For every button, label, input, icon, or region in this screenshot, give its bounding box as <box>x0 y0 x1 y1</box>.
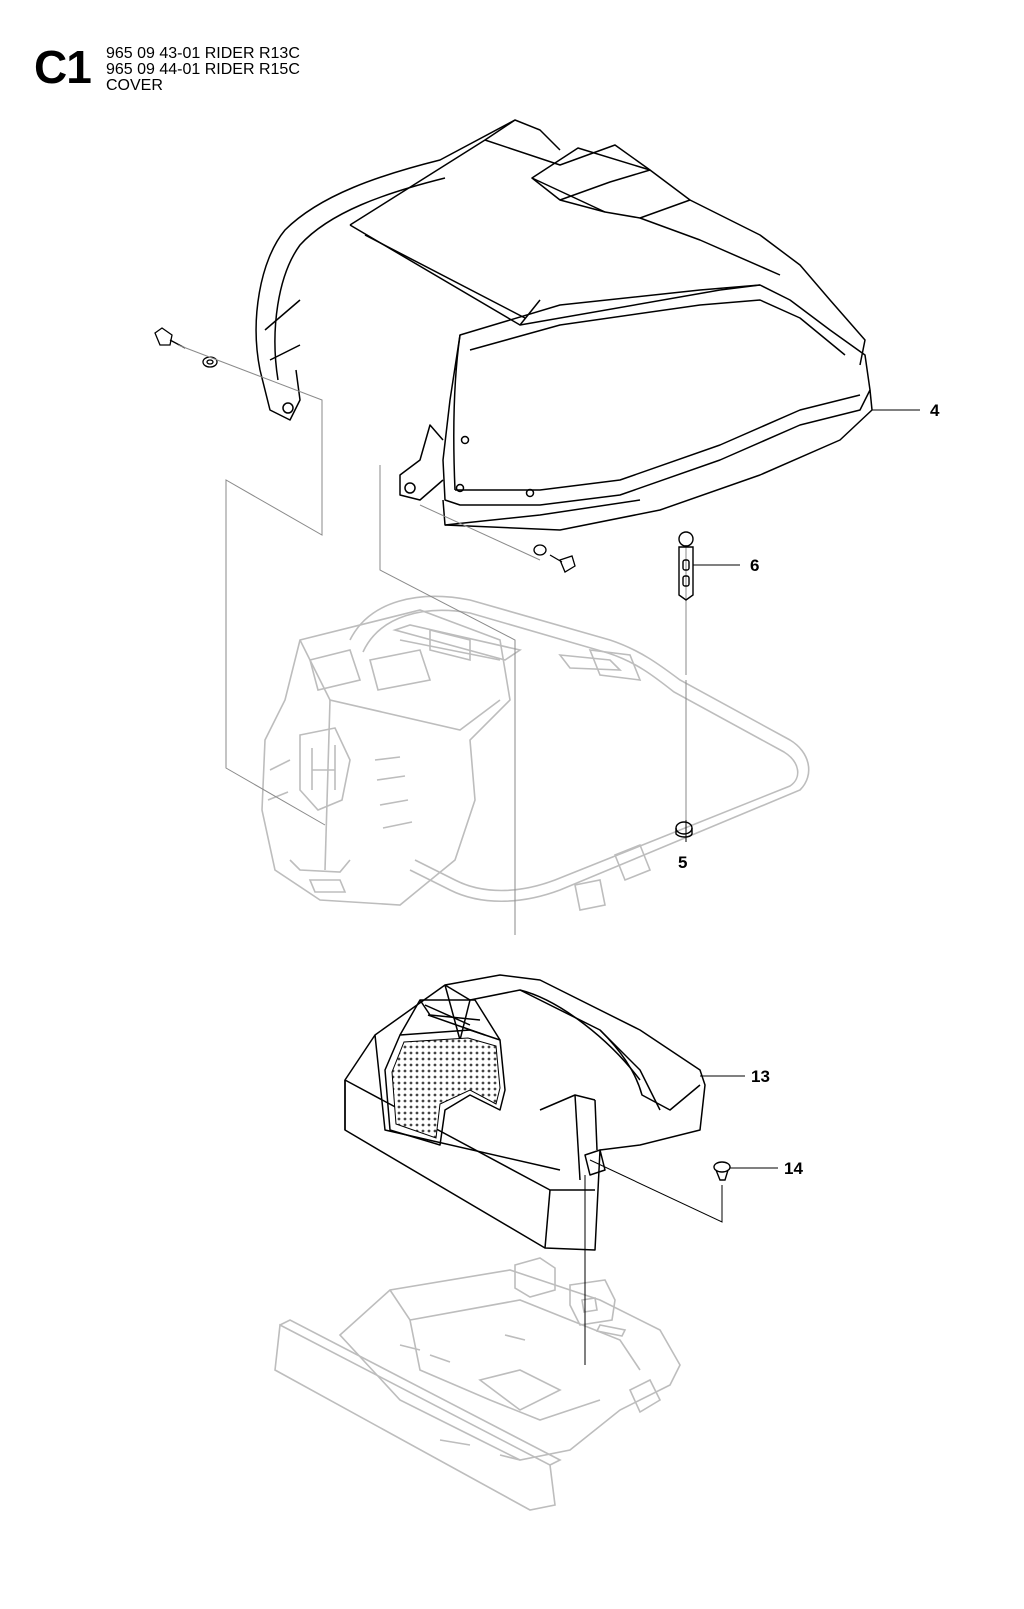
part-4-main-cover <box>255 119 873 531</box>
screw-right-lower <box>533 544 576 573</box>
callout-13: 13 <box>751 1067 770 1086</box>
callout-5: 5 <box>678 853 687 872</box>
screw-left-upper <box>154 327 218 368</box>
model-line-r13c: 965 09 43-01 RIDER R13C <box>106 45 300 62</box>
assembly-name: COVER <box>106 77 163 94</box>
leader-lines <box>685 409 920 1169</box>
callout-14: 14 <box>784 1159 803 1178</box>
part-13-guide-lines <box>584 1159 723 1365</box>
part-5-plug <box>675 821 693 838</box>
ghost-chassis-base <box>274 1257 681 1511</box>
callout-6: 6 <box>750 556 759 575</box>
part-6-strap <box>678 531 694 601</box>
callout-4: 4 <box>930 401 940 420</box>
ghost-seat-frame-tube <box>349 595 810 911</box>
diagram-header: C1 965 09 43-01 RIDER R13C 965 09 44-01 … <box>34 40 454 110</box>
assembly-guide-lines <box>177 344 687 935</box>
mesh-grille-texture <box>391 1037 501 1139</box>
ghost-engine-housing <box>261 609 522 906</box>
part-14-screw <box>713 1161 731 1181</box>
model-line-r15c: 965 09 44-01 RIDER R15C <box>106 61 300 78</box>
section-code: C1 <box>34 41 92 93</box>
title-block: 965 09 43-01 RIDER R13C 965 09 44-01 RID… <box>106 46 300 94</box>
